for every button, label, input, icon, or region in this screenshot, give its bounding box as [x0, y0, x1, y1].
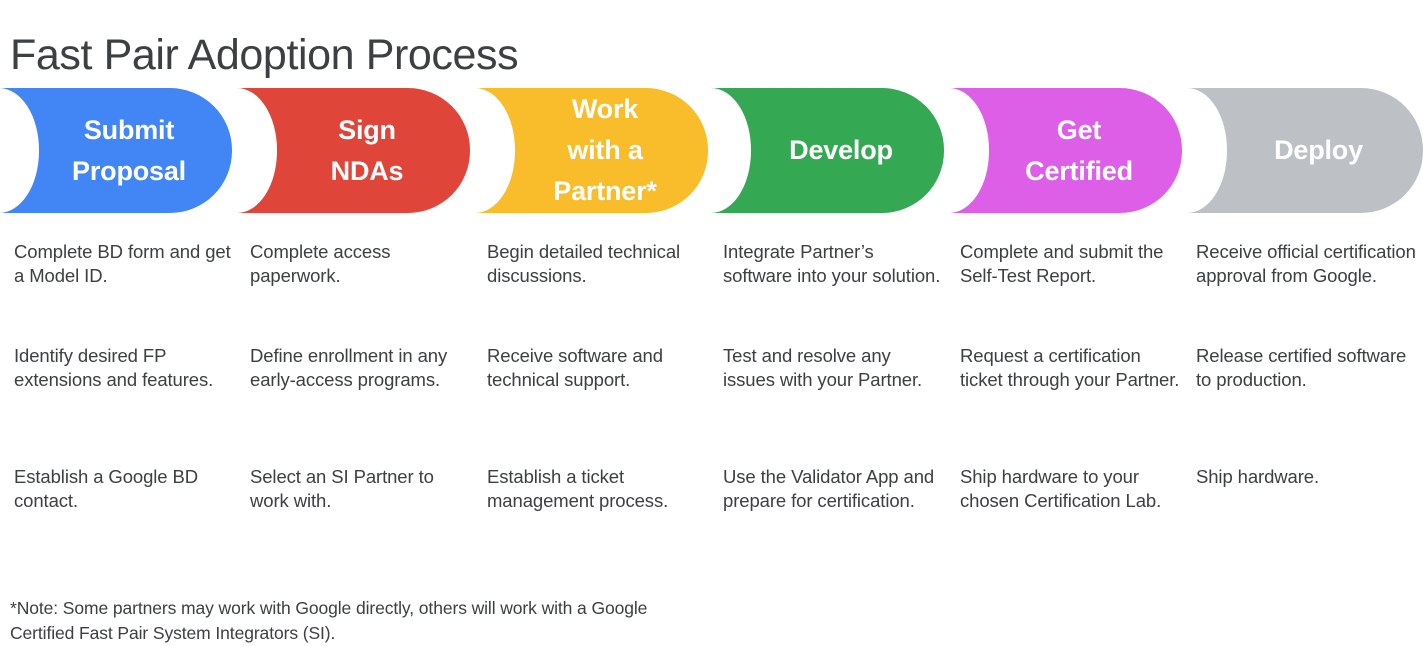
footnote-note: *Note: Some partners may work with Googl…: [10, 597, 648, 643]
step-item: Identify desired FP extensions and featu…: [14, 345, 214, 390]
step-item: Complete and submit the Self-Test Report…: [960, 241, 1164, 286]
steps-grid: Complete BD form and get a Model ID. Iden…: [0, 240, 1423, 560]
step-item: Select an SI Partner to work with.: [250, 466, 434, 511]
step-item: Receive software and technical support.: [487, 345, 663, 390]
process-stage-1[interactable]: Submit Proposal: [0, 88, 232, 213]
step-item: Receive official certification approval …: [1196, 241, 1416, 286]
chevron-notch-icon: [0, 88, 39, 213]
chevron-notch-icon: [949, 88, 989, 213]
step-item: Integrate Partner’s software into your s…: [723, 241, 941, 286]
step-item: Complete BD form and get a Model ID.: [14, 241, 231, 286]
page-title: Fast Pair Adoption Process: [10, 30, 519, 79]
process-stage-label: Deploy: [1274, 135, 1363, 165]
process-stage-label: Submit Proposal: [72, 114, 186, 186]
process-stage-4[interactable]: Develop: [711, 88, 944, 213]
step-item: Ship hardware to your chosen Certificati…: [960, 466, 1162, 511]
process-banner: Submit Proposal Sign NDAs Work with a Part…: [0, 88, 1423, 213]
step-item: Ship hardware.: [1196, 466, 1320, 487]
chevron-notch-icon: [237, 88, 277, 213]
chevron-notch-icon: [475, 88, 515, 213]
chevron-notch-icon: [1187, 88, 1227, 213]
process-stage-label: Work with a Partner*: [553, 94, 657, 206]
step-item: Define enrollment in any early-access pr…: [250, 345, 448, 390]
step-item: Establish a ticket management process.: [487, 466, 669, 511]
step-item: Begin detailed technical discussions.: [487, 241, 681, 286]
step-item: Release certified software to production…: [1196, 345, 1407, 390]
step-item: Establish a Google BD contact.: [14, 466, 199, 511]
step-item: Test and resolve any issues with your Pa…: [723, 345, 923, 390]
step-item: Use the Validator App and prepare for ce…: [723, 466, 935, 511]
process-stage-label: Develop: [789, 135, 893, 165]
process-stage-label: Sign NDAs: [330, 114, 404, 186]
chevron-notch-icon: [711, 88, 751, 213]
process-stage-6[interactable]: Deploy: [1187, 88, 1423, 213]
step-item: Complete access paperwork.: [250, 241, 391, 286]
process-stage-3[interactable]: Work with a Partner*: [475, 88, 708, 213]
step-item: Request a certification ticket through y…: [960, 345, 1180, 390]
process-stage-label: Get Certified: [1025, 114, 1133, 186]
process-stage-2[interactable]: Sign NDAs: [237, 88, 470, 213]
process-stage-5[interactable]: Get Certified: [949, 88, 1182, 213]
